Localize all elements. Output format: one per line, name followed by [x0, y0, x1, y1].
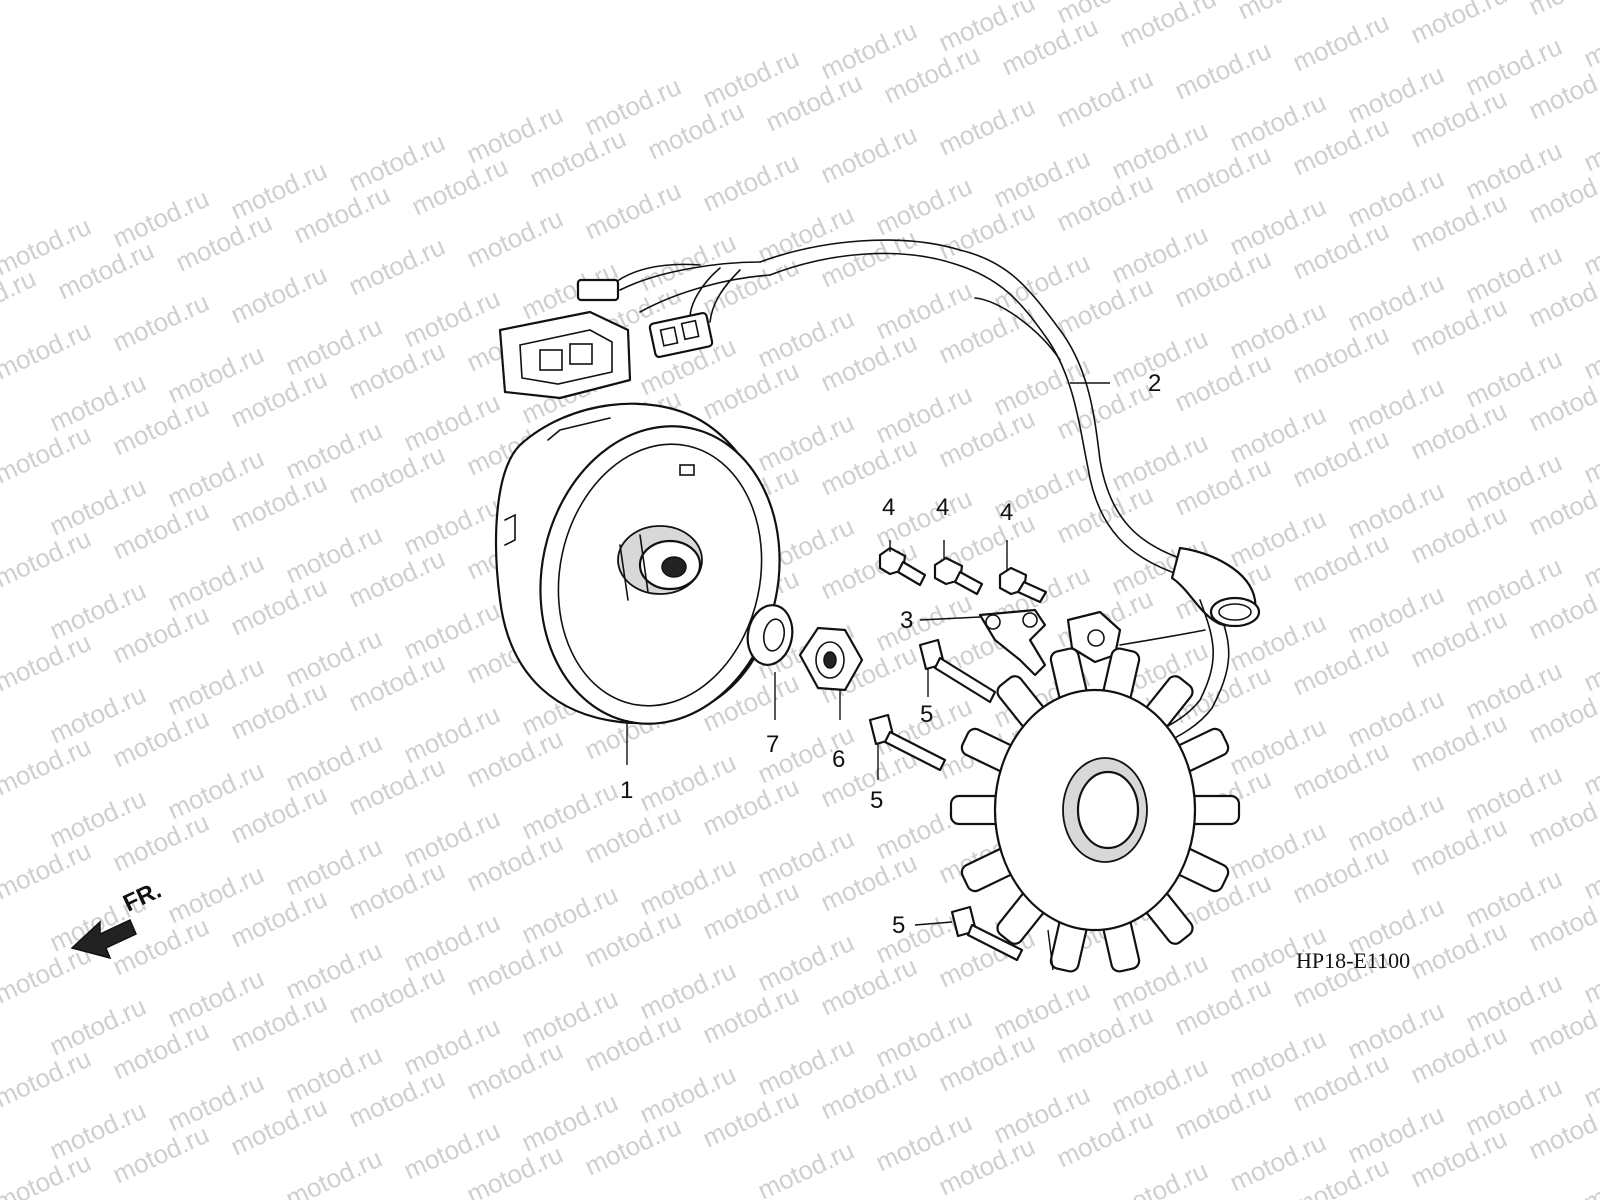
callout-5-middle: 5	[870, 787, 883, 814]
diagram-code: HP18-E1100	[1296, 948, 1410, 973]
watermark-text: motod.ru	[580, 175, 686, 246]
watermark-text: motod.ru	[1579, 211, 1600, 282]
watermark-text: motod.ru	[0, 627, 96, 698]
callout-4-middle: 4	[936, 494, 949, 521]
watermark-text: motod.ru	[1579, 419, 1600, 490]
bolt-middle	[933, 556, 984, 596]
watermark-text: motod.ru	[0, 419, 96, 490]
watermark-text: motod.ru	[0, 1147, 96, 1200]
watermark-text: motod.ru	[1579, 523, 1600, 594]
bolt-right	[998, 566, 1048, 604]
watermark-text: motod.ru	[0, 1043, 96, 1114]
watermark-text: motod.ru	[0, 523, 96, 594]
watermark-text: motod.ru	[0, 315, 96, 386]
watermark-text: motod.ru	[108, 287, 214, 358]
watermark-text: motod.ru	[0, 731, 96, 802]
watermark-text: motod.ru	[1579, 315, 1600, 386]
callout-labels: 2 1 7 6 4 4 4 3 5 5 5	[620, 370, 1161, 939]
watermark-text: motod.ru	[226, 259, 332, 330]
watermark-text: motod.ru	[1579, 1147, 1600, 1200]
callout-4-left: 4	[882, 494, 895, 521]
washer	[746, 604, 794, 666]
watermark-text: motod.ru	[281, 1143, 387, 1200]
watermark-text: motod.ru	[0, 835, 96, 906]
small-connector	[576, 278, 620, 302]
watermark-text: motod.ru	[1107, 1155, 1213, 1200]
watermark-text: motod.ru	[462, 203, 568, 274]
wire-clamp	[978, 608, 1047, 677]
leader-lines	[626, 382, 1110, 971]
callout-4-right: 4	[1000, 499, 1013, 526]
watermark-text: motod.ru	[1579, 1043, 1600, 1114]
watermark-text: motod.ru	[1524, 0, 1600, 21]
callout-5-upper: 5	[920, 701, 933, 728]
callout-6: 6	[832, 746, 845, 773]
callout-3: 3	[900, 607, 913, 634]
callout-2: 2	[1148, 370, 1161, 397]
watermark-text: motod.ru	[1579, 3, 1600, 74]
watermark-text: motod.ru	[698, 147, 804, 218]
watermark-text: motod.ru	[753, 1135, 859, 1200]
watermark-text: motod.ru	[0, 263, 41, 334]
watermark-text: motod.ru	[1579, 835, 1600, 906]
watermark-text: motod.ru	[816, 119, 922, 190]
watermark-text: motod.ru	[934, 91, 1040, 162]
stator-bolt-upper	[918, 638, 997, 704]
watermark-text: motod.ru	[1579, 107, 1600, 178]
callout-7: 7	[766, 731, 779, 758]
watermark-text: motod.ru	[344, 231, 450, 302]
wire-harness	[498, 239, 1261, 753]
watermark-text: motod.ru	[1115, 0, 1221, 53]
watermark-text: motod.ru	[1233, 0, 1339, 25]
stator-bolt-lower	[950, 905, 1024, 962]
callout-1: 1	[620, 777, 633, 804]
flange-nut	[798, 626, 864, 692]
flywheel	[494, 402, 781, 725]
large-coupler	[498, 310, 632, 400]
watermark-text: motod.ru	[1052, 63, 1158, 134]
watermark-text: motod.ru	[1579, 731, 1600, 802]
watermark-text: motod.ru	[1579, 627, 1600, 698]
stator	[949, 647, 1241, 973]
callout-5-lower: 5	[892, 912, 905, 939]
bolt-left	[878, 546, 927, 587]
stator-bolt-middle	[868, 713, 947, 772]
watermark-text: motod.ru	[1288, 7, 1394, 78]
watermark-text: motod.ru	[1579, 939, 1600, 1010]
watermark-text: motod.ru	[1406, 0, 1512, 49]
watermark-text: motod.ru	[1170, 35, 1276, 106]
